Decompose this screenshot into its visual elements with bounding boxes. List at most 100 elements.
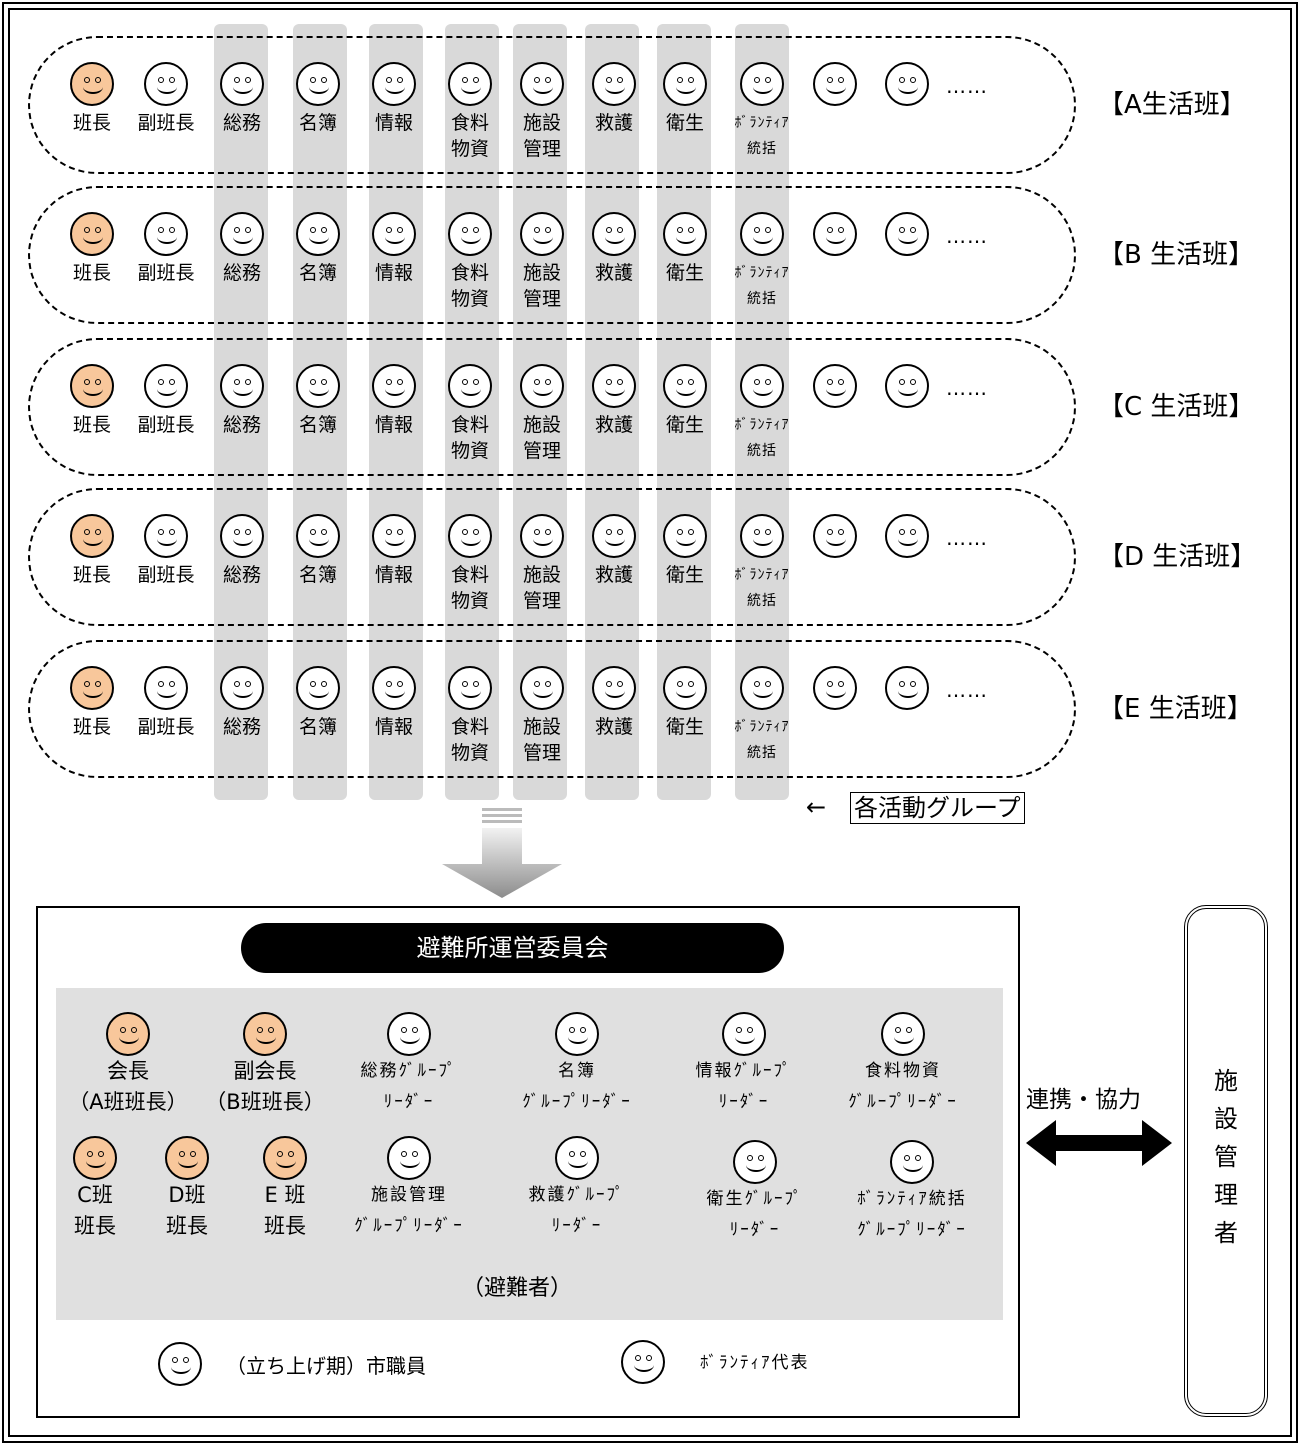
- member-face-icon: [387, 1136, 431, 1180]
- legend-staff-label: （立ち上げ期）市職員: [226, 1354, 426, 1378]
- member-role-label: 総務: [222, 716, 261, 738]
- left-arrow-icon: ←: [806, 793, 827, 821]
- member-role-label: 食料 物資: [450, 262, 489, 310]
- member-role-label: 班長: [72, 564, 111, 586]
- member-role-label: 情報: [374, 564, 413, 586]
- member-role-label: 班長: [72, 262, 111, 284]
- member-role-label: ﾎﾞﾗﾝﾃｨｱ 統括: [734, 115, 790, 157]
- leader-face-icon: [70, 212, 114, 256]
- living-group-title: 【E 生活班】: [1098, 694, 1253, 724]
- leader-face-icon: [70, 666, 114, 710]
- cooperation-label: 連携・協力: [1026, 1087, 1141, 1113]
- member-face-icon: [813, 364, 857, 408]
- member-face-icon: [555, 1136, 599, 1180]
- member-face-icon: [885, 364, 929, 408]
- member-role-label: 名簿: [298, 414, 337, 436]
- committee-member-label: 衛生ｸﾞﾙｰﾌﾟ ﾘｰﾀﾞｰ: [706, 1189, 804, 1240]
- committee-members-area: [56, 988, 1003, 1320]
- member-face-icon: [296, 62, 340, 106]
- member-role-label: 施設 管理: [522, 564, 561, 612]
- member-role-label: 施設 管理: [522, 716, 561, 764]
- member-face-icon: [220, 514, 264, 558]
- down-arrow-icon: [442, 808, 562, 898]
- ellipsis: ……: [946, 224, 988, 248]
- member-role-label: 総務: [222, 414, 261, 436]
- committee-member-label: 情報ｸﾞﾙｰﾌﾟ ﾘｰﾀﾞｰ: [695, 1061, 793, 1112]
- ellipsis: ……: [946, 74, 988, 98]
- member-face-icon: [813, 212, 857, 256]
- member-role-label: 名簿: [298, 716, 337, 738]
- member-face-icon: [144, 364, 188, 408]
- member-role-label: 総務: [222, 262, 261, 284]
- leader-face-icon: [165, 1136, 209, 1180]
- committee-member-label: 総務ｸﾞﾙｰﾌﾟ ﾘｰﾀﾞｰ: [360, 1061, 458, 1112]
- member-face-icon: [740, 212, 784, 256]
- member-face-icon: [372, 514, 416, 558]
- member-role-label: 食料 物資: [450, 564, 489, 612]
- member-face-icon: [740, 514, 784, 558]
- member-face-icon: [813, 62, 857, 106]
- committee-member-label: 救護ｸﾞﾙｰﾌﾟ ﾘｰﾀﾞｰ: [528, 1185, 626, 1236]
- member-role-label: 情報: [374, 716, 413, 738]
- member-role-label: ﾎﾞﾗﾝﾃｨｱ 統括: [734, 265, 790, 307]
- member-role-label: 班長: [72, 716, 111, 738]
- member-role-label: 副班長: [137, 262, 195, 284]
- member-role-label: 救護: [594, 564, 633, 586]
- member-face-icon: [296, 364, 340, 408]
- member-role-label: ﾎﾞﾗﾝﾃｨｱ 統括: [734, 567, 790, 609]
- leader-face-icon: [70, 514, 114, 558]
- living-group-oval: [28, 36, 1076, 174]
- member-role-label: 副班長: [137, 716, 195, 738]
- member-face-icon: [663, 212, 707, 256]
- member-role-label: ﾎﾞﾗﾝﾃｨｱ 統括: [734, 719, 790, 761]
- member-role-label: 救護: [594, 262, 633, 284]
- member-face-icon: [722, 1012, 766, 1056]
- member-face-icon: [448, 62, 492, 106]
- member-face-icon: [740, 62, 784, 106]
- member-face-icon: [372, 666, 416, 710]
- member-face-icon: [520, 212, 564, 256]
- member-role-label: 副班長: [137, 414, 195, 436]
- member-face-icon: [885, 212, 929, 256]
- member-face-icon: [592, 212, 636, 256]
- leader-face-icon: [106, 1012, 150, 1056]
- legend-staff-face-icon: [158, 1342, 202, 1386]
- leader-face-icon: [243, 1012, 287, 1056]
- member-role-label: 食料 物資: [450, 414, 489, 462]
- leader-face-icon: [73, 1136, 117, 1180]
- member-face-icon: [520, 62, 564, 106]
- ellipsis: ……: [946, 376, 988, 400]
- member-face-icon: [663, 364, 707, 408]
- member-face-icon: [520, 514, 564, 558]
- member-face-icon: [813, 666, 857, 710]
- living-group-title: 【B 生活班】: [1098, 240, 1255, 270]
- member-face-icon: [663, 62, 707, 106]
- member-face-icon: [144, 212, 188, 256]
- evacuees-label: （避難者）: [462, 1276, 573, 1301]
- member-face-icon: [520, 666, 564, 710]
- committee-member-label: C班 班長: [74, 1183, 116, 1238]
- member-face-icon: [144, 62, 188, 106]
- committee-member-label: D班 班長: [166, 1183, 208, 1238]
- member-role-label: 施設 管理: [522, 262, 561, 310]
- member-role-label: 救護: [594, 414, 633, 436]
- member-role-label: 救護: [594, 112, 633, 134]
- member-face-icon: [220, 364, 264, 408]
- facility-manager-box: [1184, 905, 1268, 1417]
- member-role-label: 衛生: [665, 716, 704, 738]
- member-role-label: 食料 物資: [450, 716, 489, 764]
- member-face-icon: [885, 62, 929, 106]
- ellipsis: ……: [946, 678, 988, 702]
- member-face-icon: [890, 1140, 934, 1184]
- member-face-icon: [372, 364, 416, 408]
- committee-title: 避難所運営委員会: [241, 923, 784, 973]
- committee-member-label: 施設管理 ｸﾞﾙｰﾌﾟﾘｰﾀﾞｰ: [354, 1185, 464, 1236]
- member-face-icon: [448, 666, 492, 710]
- member-role-label: 情報: [374, 262, 413, 284]
- member-face-icon: [220, 212, 264, 256]
- committee-member-label: 副会長 （B班班長）: [205, 1059, 325, 1114]
- member-role-label: ﾎﾞﾗﾝﾃｨｱ 統括: [734, 417, 790, 459]
- facility-manager-label: 施 設 管 理 者: [1214, 1067, 1238, 1247]
- committee-member-label: E 班 班長: [264, 1183, 306, 1238]
